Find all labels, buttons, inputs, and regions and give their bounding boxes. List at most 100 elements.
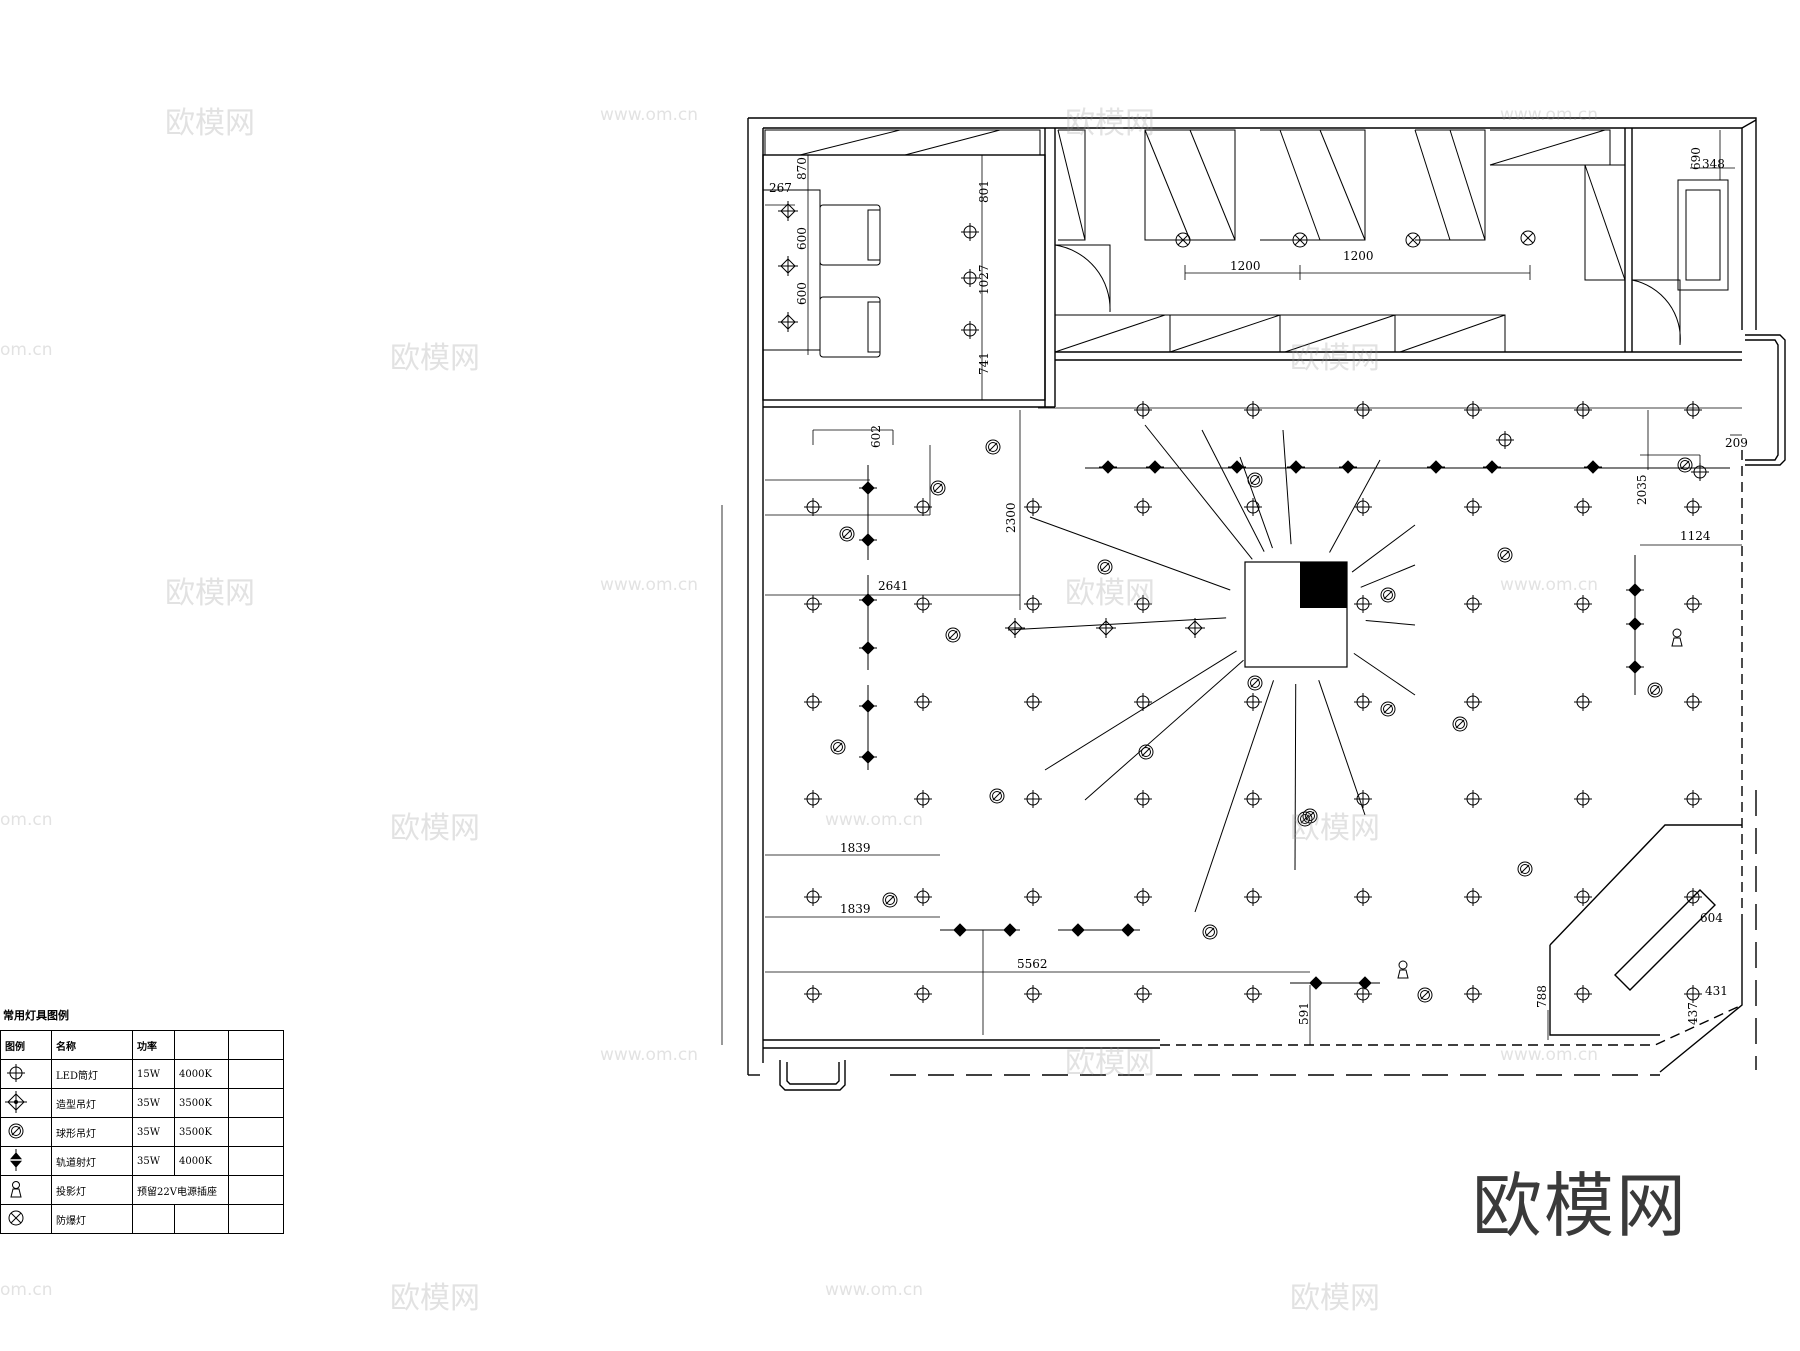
led-downlight: [1684, 985, 1702, 1003]
legend-header-extra: [174, 1030, 229, 1060]
dim-788: 788: [1535, 985, 1549, 1008]
led-downlight: [1134, 498, 1152, 516]
track-spotlight: [1228, 460, 1246, 474]
feature-light-rays: [1007, 424, 1416, 913]
track-spotlight: [859, 593, 877, 607]
legend-header-row: 图例 名称 功率: [0, 1030, 284, 1060]
legend-row: 轨道射灯 35W 4000K: [0, 1146, 284, 1176]
legend-name: 球形吊灯: [51, 1117, 133, 1147]
watermark: 欧模网: [1065, 106, 1155, 141]
legend-power: [132, 1204, 175, 1234]
globe-pendant-icon: [8, 1123, 24, 1138]
watermark-url: www.om.cn: [600, 575, 699, 595]
globe-pendant: [1380, 587, 1396, 603]
projector-light: [1397, 960, 1409, 979]
feature-ray: [1029, 516, 1231, 591]
dimension-lines: [721, 130, 1742, 1045]
led-downlight: [1024, 790, 1042, 808]
globe-pendant: [1202, 924, 1218, 940]
dim-2035: 2035: [1635, 474, 1649, 505]
led-downlight: [1134, 401, 1152, 419]
track-spotlight: [859, 533, 877, 547]
led-downlight: [961, 269, 979, 287]
legend-row: 造型吊灯 35W 3500K: [0, 1088, 284, 1118]
led-downlight: [1134, 790, 1152, 808]
feature-ray: [1353, 652, 1416, 696]
brand-watermark: 欧模网: [1472, 1165, 1688, 1247]
led-downlight: [1244, 985, 1262, 1003]
legend-blank: [228, 1117, 284, 1147]
watermark: 欧模网: [1290, 1281, 1380, 1316]
led-downlight: [1354, 985, 1372, 1003]
legend-symbol: [0, 1146, 52, 1176]
legend-name: 防爆灯: [51, 1204, 133, 1234]
led-downlight: [804, 888, 822, 906]
led-downlight: [1464, 790, 1482, 808]
led-downlight: [804, 790, 822, 808]
led-downlight: [1134, 888, 1152, 906]
led-downlight: [1244, 888, 1262, 906]
legend-power: 35W: [132, 1146, 175, 1176]
decorative-pendant: [778, 201, 798, 221]
globe-pendant: [1097, 559, 1113, 575]
globe-pendant: [1297, 811, 1313, 827]
globe-pendant: [1517, 861, 1533, 877]
led-downlight: [1134, 595, 1152, 613]
watermark: 欧模网: [390, 811, 480, 846]
led-downlight: [1354, 790, 1372, 808]
legend-blank: [228, 1088, 284, 1118]
office-room: [762, 154, 1046, 401]
legend-power: 预留22V电源插座: [132, 1175, 229, 1205]
track-spotlight: [1584, 460, 1602, 474]
globe-pendant: [930, 480, 946, 496]
dim-348: 348: [1702, 157, 1725, 171]
dim-1200b: 1200: [1343, 249, 1374, 263]
dim-1200a: 1200: [1230, 259, 1261, 273]
dim-1027: 1027: [977, 264, 991, 295]
led-downlight: [1354, 888, 1372, 906]
led-downlight: [1354, 595, 1372, 613]
legend-symbol: [0, 1175, 52, 1205]
watermark: 欧模网: [390, 1281, 480, 1316]
led-downlight: [914, 888, 932, 906]
globe-pendant: [985, 439, 1001, 455]
cashier-counter: [1549, 824, 1742, 1036]
track-spotlight: [1287, 460, 1305, 474]
watermark-url: om.cn: [0, 810, 53, 830]
watermark-url: www.om.cn: [1500, 1045, 1599, 1065]
explosion-proof-light: [1405, 232, 1421, 248]
globe-pendant: [1247, 675, 1263, 691]
explosion-proof-light: [1520, 230, 1536, 246]
explosion-proof-light-icon: [8, 1210, 24, 1225]
globe-pendant: [1417, 987, 1433, 1003]
led-downlight: [1574, 790, 1592, 808]
watermark: 欧模网: [165, 106, 255, 141]
legend-row: LED筒灯 15W 4000K: [0, 1059, 284, 1089]
led-downlight: [804, 693, 822, 711]
led-downlight: [914, 790, 932, 808]
track-spotlight: [859, 641, 877, 655]
globe-pendant: [1247, 472, 1263, 488]
led-downlight: [1024, 595, 1042, 613]
decorative-pendant: [778, 312, 798, 332]
led-downlight: [1354, 498, 1372, 516]
led-downlight: [804, 985, 822, 1003]
central-ceiling-feature: [1244, 561, 1348, 668]
legend-row: 球形吊灯 35W 3500K: [0, 1117, 284, 1147]
led-downlight: [1691, 463, 1709, 481]
feature-ray: [1360, 564, 1416, 588]
feature-ray: [1201, 429, 1265, 552]
dim-431: 431: [1705, 984, 1728, 998]
lighting-tracks: [867, 465, 1730, 984]
track-spotlight: [1001, 923, 1019, 937]
led-downlight-icon: [7, 1063, 25, 1082]
storage-shelves: [762, 129, 1729, 358]
led-downlight: [961, 223, 979, 241]
decorative-pendant: [1005, 618, 1025, 638]
led-downlight: [1464, 985, 1482, 1003]
led-downlight: [961, 321, 979, 339]
watermark: 欧模网: [165, 576, 255, 611]
door-handle-right: [1745, 334, 1786, 466]
track-spotlight: [1427, 460, 1445, 474]
